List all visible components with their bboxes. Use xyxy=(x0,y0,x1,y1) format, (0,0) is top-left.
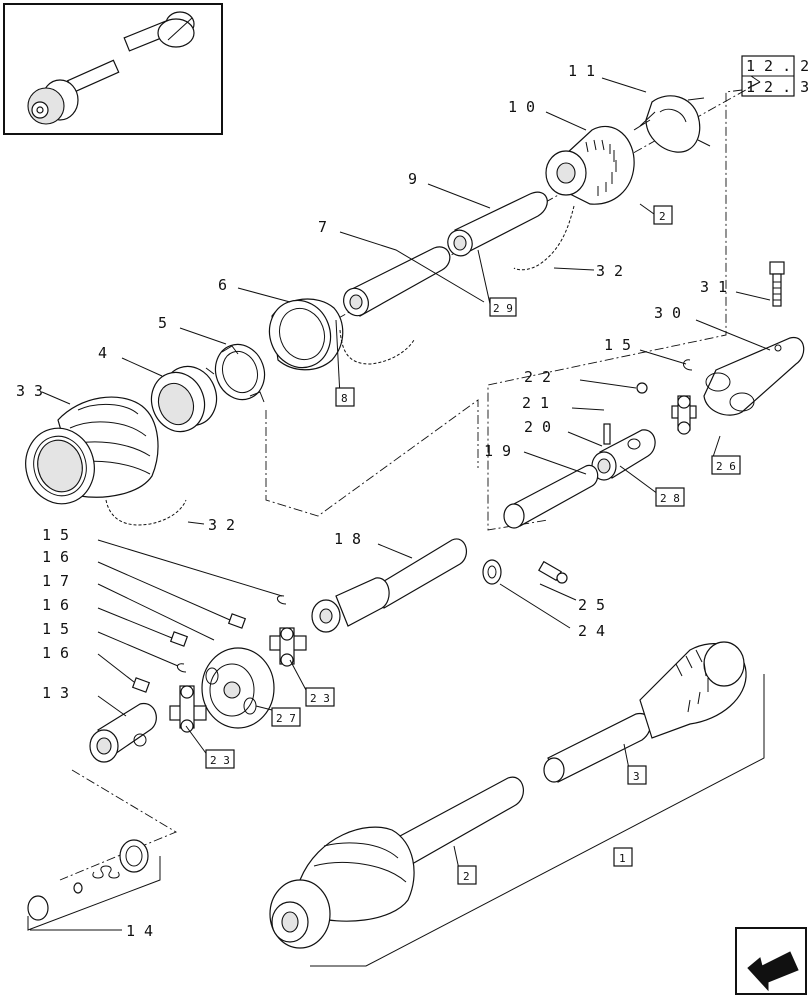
callout-25: 2 5 xyxy=(578,596,605,614)
part-15-circlip-upper xyxy=(683,359,693,371)
callout-4: 4 xyxy=(98,344,107,362)
callout-16-a: 1 6 xyxy=(42,548,69,566)
callout-19: 1 9 xyxy=(484,442,511,460)
callout-6: 6 xyxy=(218,276,227,294)
callout-31: 3 1 xyxy=(700,278,727,296)
part-16-grease-nipple-b xyxy=(169,631,189,647)
part-17-center-housing xyxy=(201,647,275,729)
callout-21: 2 1 xyxy=(522,394,549,412)
chain-32-guard-6 xyxy=(339,329,415,365)
callout-24: 2 4 xyxy=(578,622,605,640)
part-30-fork xyxy=(703,337,805,416)
callout-11: 1 1 xyxy=(568,62,595,80)
assembly-1-bracket xyxy=(310,674,765,967)
callout-32-lower: 3 2 xyxy=(208,516,235,534)
page-reference-box: 1 2 . 2 1 2 . 3 xyxy=(741,55,809,97)
box-ref-27: 2 7 xyxy=(276,712,296,725)
callout-18: 1 8 xyxy=(334,530,361,548)
callout-22: 2 2 xyxy=(524,368,551,386)
part-13-yoke xyxy=(89,703,157,763)
part-18-shaft xyxy=(311,538,468,633)
box-ref-8: 8 xyxy=(341,392,348,405)
part-14-pushbutton-kit xyxy=(27,839,161,931)
part-21-pin xyxy=(603,423,611,445)
part-23-cross-journal-a xyxy=(269,627,307,667)
next-page-arrow-icon[interactable] xyxy=(735,927,807,995)
callout-16-b: 1 6 xyxy=(42,596,69,614)
callout-15-upper: 1 5 xyxy=(604,336,631,354)
part-33-boot-guard xyxy=(25,396,159,505)
assembled-shaft-guard-2 xyxy=(269,776,524,949)
chain-32-upper xyxy=(513,205,575,271)
callout-30: 3 0 xyxy=(654,304,681,322)
part-31-bolt xyxy=(769,261,785,307)
assembly-centerlines xyxy=(59,75,761,881)
box-ref-2-lower: 2 xyxy=(463,870,470,883)
callout-5: 5 xyxy=(158,314,167,332)
part-24-washer xyxy=(482,559,502,585)
callout-20: 2 0 xyxy=(524,418,551,436)
part-4-bearing xyxy=(150,365,218,433)
part-5-bearing-ring xyxy=(205,343,266,403)
boxed-references: 2 2 9 8 2 6 2 8 2 3 2 7 2 3 3 2 1 xyxy=(205,205,741,885)
box-ref-3: 3 xyxy=(633,770,640,783)
part-19-inner-tube xyxy=(503,464,599,529)
part-10-guard-cone xyxy=(545,125,635,205)
callout-10: 1 0 xyxy=(508,98,535,116)
part-25-bolt xyxy=(538,560,568,584)
part-23-cross-journal-b xyxy=(169,685,207,733)
box-ref-23-a: 2 3 xyxy=(310,692,330,705)
part-16-grease-nipple-a xyxy=(227,613,247,629)
page-ref-2: 1 2 . 3 xyxy=(746,78,809,96)
callout-32-upper: 3 2 xyxy=(596,262,623,280)
part-16-grease-nipple-c xyxy=(131,677,151,693)
callout-7: 7 xyxy=(318,218,327,236)
box-ref-2-upper: 2 xyxy=(659,210,666,223)
part-6-cone xyxy=(268,298,344,371)
chain-32-lower xyxy=(105,499,187,526)
assembled-shaft-guard-3 xyxy=(543,641,747,783)
callout-17: 1 7 xyxy=(42,572,69,590)
callout-14: 1 4 xyxy=(126,922,153,940)
callout-labels: 1 1 1 0 9 7 6 5 4 3 3 3 2 3 2 3 1 3 0 1 … xyxy=(16,62,727,940)
callout-33: 3 3 xyxy=(16,382,43,400)
leader-lines xyxy=(30,77,771,931)
callout-15-b: 1 5 xyxy=(42,620,69,638)
callout-15-a: 1 5 xyxy=(42,526,69,544)
part-7-tube xyxy=(343,246,451,317)
callout-9: 9 xyxy=(408,170,417,188)
part-26-cross-journal xyxy=(671,395,697,435)
box-ref-23-b: 2 3 xyxy=(210,754,230,767)
callout-13: 1 3 xyxy=(42,684,69,702)
part-15-circlip-a xyxy=(277,595,287,605)
part-22-grease-nipple xyxy=(636,382,648,394)
callout-16-c: 1 6 xyxy=(42,644,69,662)
box-ref-26: 2 6 xyxy=(716,460,736,473)
part-9-tube xyxy=(447,191,548,257)
box-ref-28: 2 8 xyxy=(660,492,680,505)
part-15-circlip-b xyxy=(177,663,187,673)
box-ref-29: 2 9 xyxy=(493,302,513,315)
box-ref-1: 1 xyxy=(619,852,626,865)
part-20-yoke xyxy=(591,429,656,481)
part-11-locking-collar xyxy=(633,95,711,153)
overview-thumbnail xyxy=(3,3,223,135)
page-ref-1: 1 2 . 2 xyxy=(746,57,809,75)
